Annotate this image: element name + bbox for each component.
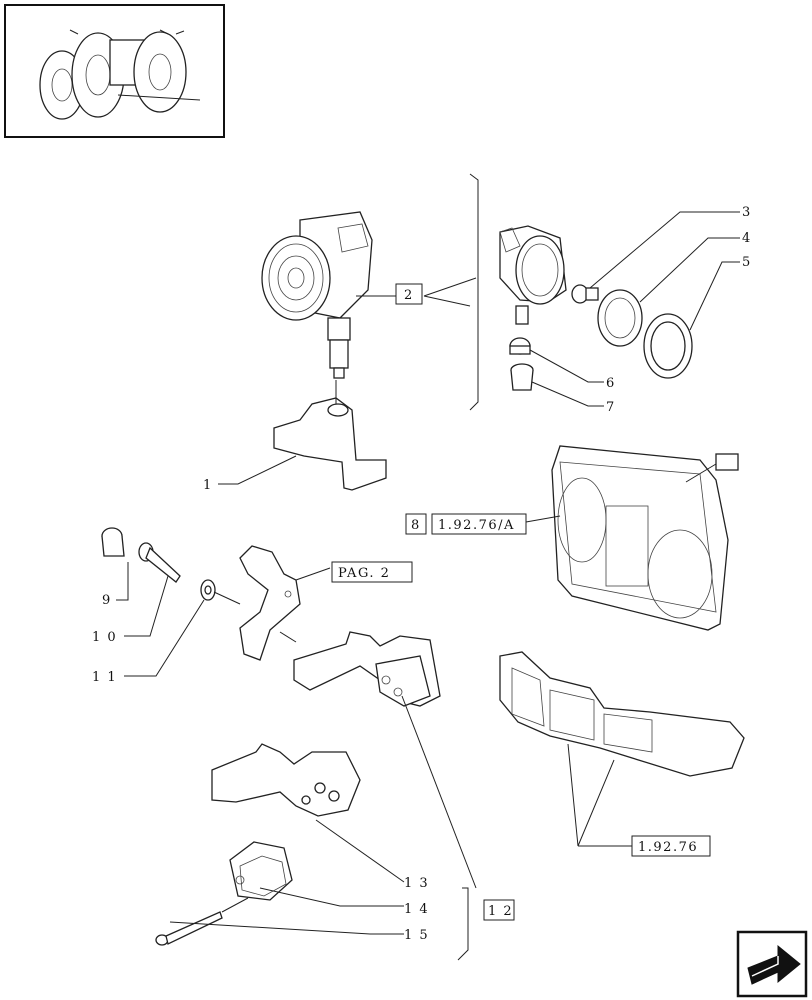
callout-13[interactable]: 1 3 xyxy=(404,876,429,891)
reference-bottom-label: 1.92.76 xyxy=(638,840,698,855)
lamp-housing-exploded[interactable] xyxy=(499,225,567,325)
lamp-bulb[interactable] xyxy=(571,284,599,304)
lamp-rim[interactable] xyxy=(643,313,693,379)
callout-3[interactable]: 3 xyxy=(742,205,752,220)
side-marker-lamp[interactable] xyxy=(499,651,745,777)
mounting-bracket[interactable] xyxy=(273,397,387,491)
reference-bottom[interactable]: 1.92.76 xyxy=(631,835,711,857)
callout-6[interactable]: 6 xyxy=(606,376,616,391)
rubber-cap[interactable] xyxy=(101,527,125,557)
washer[interactable] xyxy=(200,579,216,601)
marker-lamp[interactable] xyxy=(229,841,293,901)
reference-pag2-label: PAG. 2 xyxy=(338,566,390,581)
callout-4[interactable]: 4 xyxy=(742,231,752,246)
next-page-button[interactable] xyxy=(736,930,808,998)
marker-bracket[interactable] xyxy=(293,631,441,707)
callout-8[interactable]: 8 xyxy=(405,513,427,535)
tractor-thumbnail-icon xyxy=(39,29,201,120)
lamp-nut[interactable] xyxy=(509,337,531,355)
reference-ref8[interactable]: 1.92.76/A xyxy=(431,513,527,535)
work-lamp[interactable] xyxy=(261,211,373,379)
leader-lines xyxy=(116,173,740,961)
callout-2[interactable]: 2 xyxy=(395,283,423,305)
callout-10[interactable]: 1 0 xyxy=(92,630,117,645)
callout-8-label: 8 xyxy=(411,518,421,533)
callout-9[interactable]: 9 xyxy=(102,593,112,608)
callout-14[interactable]: 1 4 xyxy=(404,902,429,917)
next-page-arrow-icon xyxy=(747,944,801,985)
lamp-lens[interactable] xyxy=(597,289,643,347)
callout-7[interactable]: 7 xyxy=(606,400,616,415)
reference-pag2[interactable]: PAG. 2 xyxy=(331,561,413,583)
callout-2-label: 2 xyxy=(404,288,414,303)
callout-11[interactable]: 1 1 xyxy=(92,670,117,685)
long-screw[interactable] xyxy=(155,911,223,946)
marker-bracket-alt[interactable] xyxy=(211,743,361,817)
screw[interactable] xyxy=(138,542,181,583)
bracket-arm[interactable] xyxy=(239,545,301,661)
callout-12-label: 1 2 xyxy=(488,904,513,919)
reference-ref8-label: 1.92.76/A xyxy=(438,518,515,533)
tractor-thumbnail[interactable] xyxy=(4,4,225,138)
callout-12[interactable]: 1 2 xyxy=(483,899,515,921)
callout-5[interactable]: 5 xyxy=(742,255,752,270)
callout-1[interactable]: 1 xyxy=(203,478,213,493)
lamp-cap[interactable] xyxy=(510,363,534,391)
rear-tail-lamp[interactable] xyxy=(551,445,739,631)
callout-15[interactable]: 1 5 xyxy=(404,928,429,943)
